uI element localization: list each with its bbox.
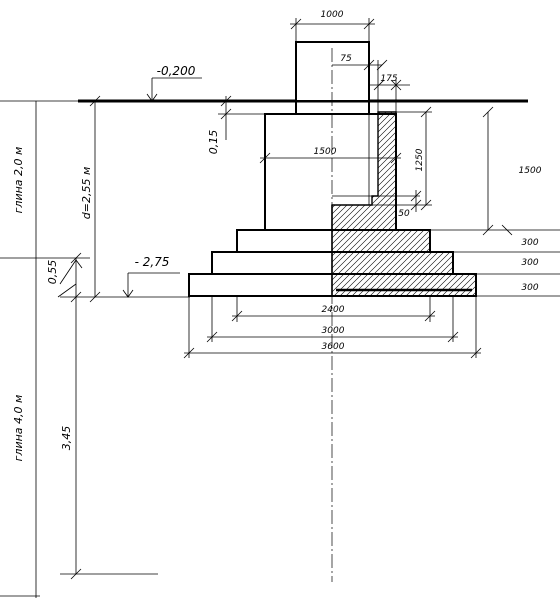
soil-layer-column	[0, 100, 90, 598]
label-345: 3,45	[60, 426, 73, 451]
dim-label-1500-total: 1500	[519, 166, 542, 176]
level-label-bottom: - 2,75	[135, 255, 170, 269]
level-label-ground: -0,200	[157, 64, 196, 78]
dim-label-step-3: 300	[521, 283, 538, 293]
dim-label-1250: 1250	[415, 148, 425, 171]
dim-label-175: 175	[380, 74, 397, 84]
soil-label-bottom: глина 4,0 м	[12, 395, 25, 462]
base-dimension-lines	[183, 296, 482, 359]
level-marker-bottom	[57, 259, 180, 298]
top-dimension-lines	[290, 18, 410, 112]
right-dimension-lines	[372, 106, 560, 297]
dim-label-50: 50	[398, 209, 410, 219]
dim-label-2400: 2400	[322, 305, 345, 315]
label-015: 0,15	[207, 130, 220, 155]
inner-lines	[332, 60, 372, 205]
depth-dimension-lines	[60, 95, 265, 580]
level-marker-ground	[146, 77, 202, 102]
dim-label-3600: 3600	[322, 342, 345, 352]
label-depth: d=2,55 м	[80, 167, 93, 220]
foundation-outline	[188, 41, 477, 297]
dim-label-step-1: 300	[521, 238, 538, 248]
dim-label-1500-wall: 1500	[314, 147, 337, 157]
dim-label-step-2: 300	[521, 258, 538, 268]
dim-label-3000: 3000	[322, 326, 345, 336]
wall-width-dimension	[259, 152, 402, 164]
label-055: 0,55	[46, 260, 59, 285]
dim-label-75: 75	[340, 54, 352, 64]
dim-label-1000: 1000	[321, 10, 344, 20]
soil-label-top: глина 2,0 м	[12, 147, 25, 214]
hatched-section	[331, 111, 477, 297]
